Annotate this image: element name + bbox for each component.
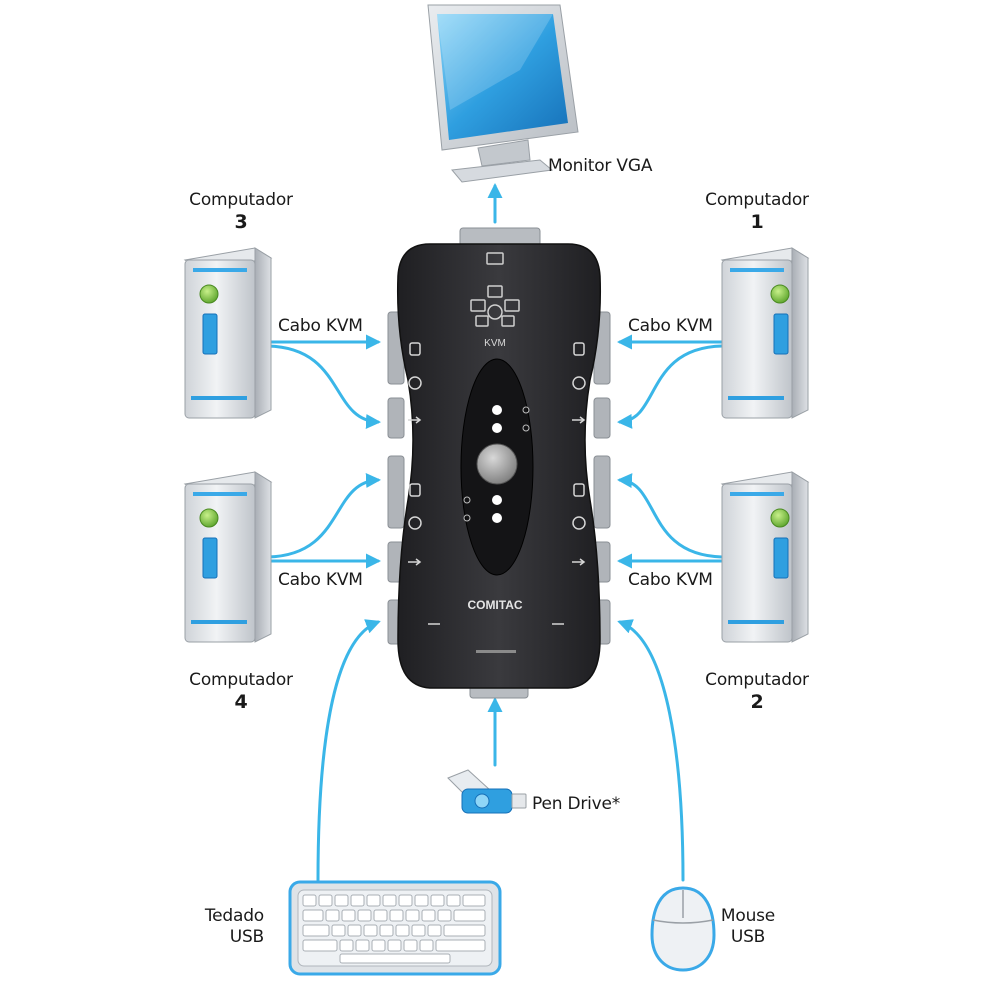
cable-pc2-video xyxy=(617,473,724,559)
led-4-icon xyxy=(492,513,502,523)
keyboard-label: Tedado USB xyxy=(196,906,264,949)
computer-3-icon xyxy=(183,247,273,419)
cable-mouse xyxy=(617,619,685,882)
computer-3-label: Computador 3 xyxy=(176,190,306,235)
computer-3-word: Computador xyxy=(189,190,293,210)
mouse-label-line1: Mouse xyxy=(720,906,776,926)
computer-1-word: Computador xyxy=(705,190,809,210)
cable-label-pc2: Cabo KVM xyxy=(628,570,713,590)
computer-3-number: 3 xyxy=(234,211,248,234)
kvm-panel-label: KVM xyxy=(484,338,506,349)
monitor-icon xyxy=(427,4,579,183)
computer-2-icon xyxy=(720,471,810,643)
keyboard-icon xyxy=(288,880,502,976)
keyboard-label-line2: USB xyxy=(229,927,264,948)
led-1-icon xyxy=(492,405,502,415)
cable-pc1-usb xyxy=(617,344,724,429)
monitor-label: Monitor VGA xyxy=(548,156,653,176)
cable-label-pc4: Cabo KVM xyxy=(278,570,363,590)
mouse-icon xyxy=(650,886,716,972)
kvm-logo-icon xyxy=(470,285,520,327)
computer-2-word: Computador xyxy=(705,670,809,690)
computer-1-number: 1 xyxy=(750,211,764,234)
led-2-icon xyxy=(492,423,502,433)
pen-drive-icon xyxy=(447,769,527,814)
cable-pc4-video xyxy=(266,473,381,559)
computer-2-label: Computador 2 xyxy=(692,670,822,715)
computer-4-number: 4 xyxy=(234,691,248,714)
select-button[interactable] xyxy=(476,443,518,485)
cable-pc3-usb xyxy=(266,344,381,429)
keyboard-label-line1: Tedado xyxy=(204,906,264,926)
mouse-label: Mouse USB xyxy=(716,906,780,949)
mouse-label-line2: USB xyxy=(730,927,766,948)
cable-lines xyxy=(266,183,724,882)
pen-drive-label: Pen Drive* xyxy=(532,794,621,814)
computer-2-number: 2 xyxy=(750,691,764,714)
computer-1-icon xyxy=(720,247,810,419)
cable-keyboard xyxy=(316,619,381,882)
brand-logo: COMITAC xyxy=(467,598,522,612)
led-3-icon xyxy=(492,495,502,505)
cable-label-pc1: Cabo KVM xyxy=(628,316,713,336)
computer-4-label: Computador 4 xyxy=(176,670,306,715)
computer-1-label: Computador 1 xyxy=(692,190,822,235)
computer-4-icon xyxy=(183,471,273,643)
kvm-switch-device xyxy=(387,227,611,699)
computer-4-word: Computador xyxy=(189,670,293,690)
cable-label-pc3: Cabo KVM xyxy=(278,316,363,336)
